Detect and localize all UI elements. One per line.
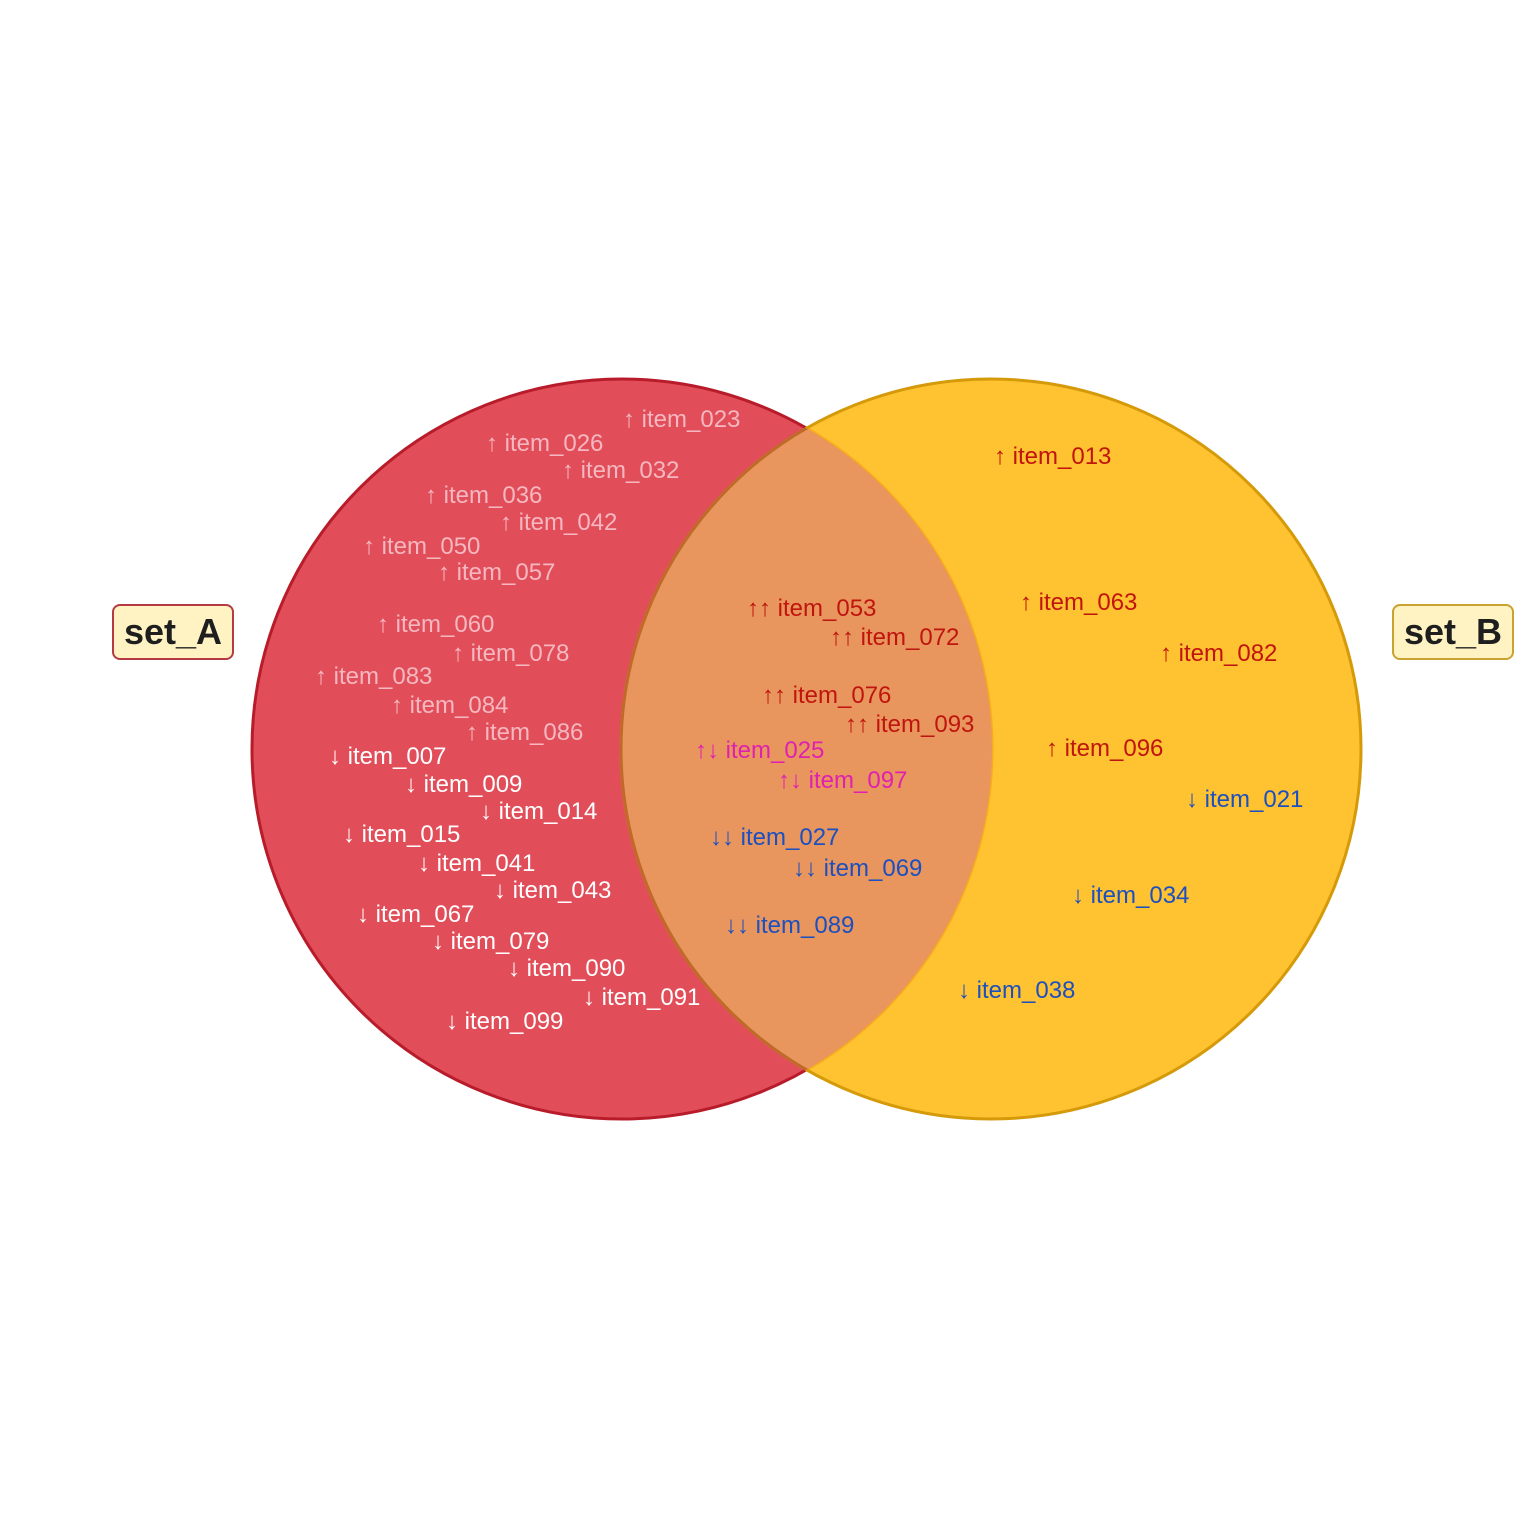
item-label-item-067: ↓ item_067 (357, 901, 474, 928)
item-label-item-021: ↓ item_021 (1186, 786, 1303, 813)
item-label-item-091: ↓ item_091 (583, 984, 700, 1011)
item-label-item-009: ↓ item_009 (405, 771, 522, 798)
item-label-item-083: ↑ item_083 (315, 663, 432, 690)
item-label-item-050: ↑ item_050 (363, 533, 480, 560)
item-label-item-038: ↓ item_038 (958, 977, 1075, 1004)
item-label-item-078: ↑ item_078 (452, 640, 569, 667)
set-b-label: set_B (1392, 604, 1515, 660)
item-label-item-007: ↓ item_007 (329, 743, 446, 770)
item-labels: ↑ item_023 ↑ item_026↑ item_032 ↑ item_036… (315, 406, 1303, 1035)
item-label-item-032: ↑ item_032 (562, 457, 679, 484)
item-label-item-057: ↑ item_057 (438, 559, 555, 586)
item-label-item-025: ↑↓ item_025 (695, 737, 824, 764)
item-label-item-076: ↑↑ item_076 (762, 682, 891, 709)
item-label-item-023: ↑ item_023 (623, 406, 740, 433)
item-label-item-093: ↑↑ item_093 (845, 711, 974, 738)
item-label-item-069: ↓↓ item_069 (793, 855, 922, 882)
item-label-item-097: ↑↓ item_097 (778, 767, 907, 794)
set-a-label: set_A (112, 604, 235, 660)
item-label-item-060: ↑ item_060 (377, 611, 494, 638)
item-label-item-036: ↑ item_036 (425, 482, 542, 509)
item-label-item-079: ↓ item_079 (432, 928, 549, 955)
item-label-item-084: ↑ item_084 (391, 692, 508, 719)
item-label-item-082: ↑ item_082 (1160, 640, 1277, 667)
intersection-region (619, 379, 992, 1119)
item-label-item-042: ↑ item_042 (500, 509, 617, 536)
item-label-item-034: ↓ item_034 (1072, 882, 1189, 909)
item-label-item-099: ↓ item_099 (446, 1008, 563, 1035)
item-label-item-041: ↓ item_041 (418, 850, 535, 877)
item-label-item-015: ↓ item_015 (343, 821, 460, 848)
item-label-item-090: ↓ item_090 (508, 955, 625, 982)
item-label-item-096: ↑ item_096 (1046, 735, 1163, 762)
item-label-item-026: ↑ item_026 (486, 430, 603, 457)
item-label-item-027: ↓↓ item_027 (710, 824, 839, 851)
item-label-item-053: ↑↑ item_053 (747, 595, 876, 622)
item-label-item-072: ↑↑ item_072 (830, 624, 959, 651)
item-label-item-086: ↑ item_086 (466, 719, 583, 746)
item-label-item-063: ↑ item_063 (1020, 589, 1137, 616)
item-label-item-089: ↓↓ item_089 (725, 912, 854, 939)
item-label-item-014: ↓ item_014 (480, 798, 597, 825)
item-label-item-043: ↓ item_043 (494, 877, 611, 904)
item-label-item-013: ↑ item_013 (994, 443, 1111, 470)
